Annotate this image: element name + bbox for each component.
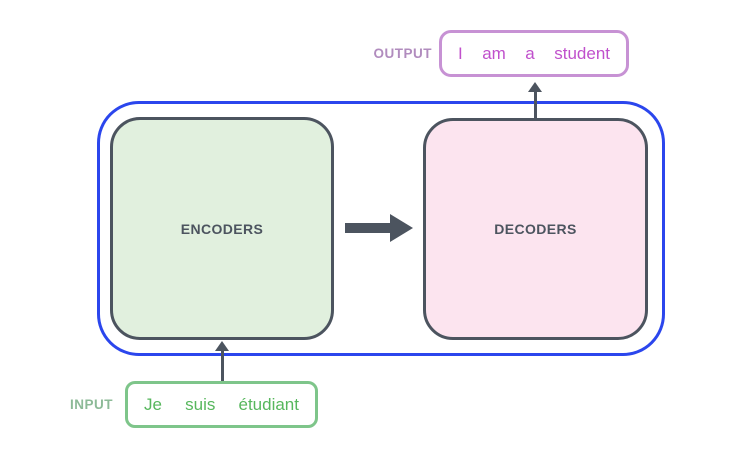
arrow-up-icon [215, 341, 229, 381]
input-label: INPUT [70, 397, 113, 412]
output-token: I [458, 43, 463, 63]
input-sentence-box: Je suis étudiant [125, 381, 318, 428]
arrow-up-icon [528, 82, 542, 120]
input-token: étudiant [238, 394, 299, 414]
arrow-shaft [533, 90, 537, 120]
decoders-box: DECODERS [423, 118, 648, 340]
arrow-right-icon [345, 214, 413, 242]
arrow-head [528, 82, 542, 92]
output-sentence-box: I am a student [439, 30, 629, 77]
arrow-shaft [220, 349, 224, 381]
output-token: am [482, 43, 506, 63]
encoders-label: ENCODERS [180, 220, 264, 237]
input-token: suis [185, 394, 216, 414]
output-token: a [525, 43, 535, 63]
transformer-outer-container [97, 101, 665, 356]
arrow-head [215, 341, 229, 351]
encoders-box: ENCODERS [110, 117, 334, 340]
decoders-label: DECODERS [494, 221, 577, 237]
input-token: Je [144, 394, 162, 414]
output-label: OUTPUT [373, 46, 432, 61]
output-token: student [554, 43, 610, 63]
